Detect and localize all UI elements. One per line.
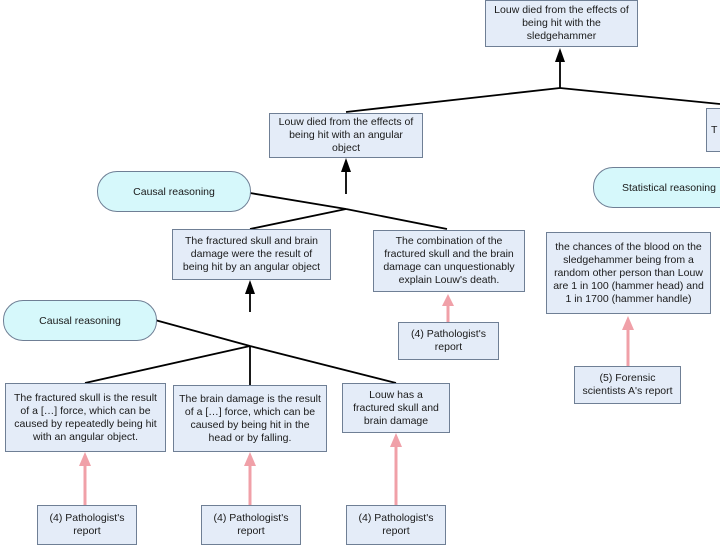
evidence-pathologist-report-1: (4) Pathologist's report (37, 505, 137, 545)
claim-brain-force: The brain damage is the result of a […] … (173, 385, 327, 452)
claim-angular-object: Louw died from the effects of being hit … (269, 113, 423, 158)
support-arrows (83, 304, 630, 505)
claim-root: Louw died from the effects of being hit … (485, 0, 638, 47)
claim-louw-has-skull-damage: Louw has a fractured skull and brain dam… (342, 383, 450, 433)
scheme-statistical-reasoning: Statistical reasoning (593, 167, 720, 208)
evidence-pathologist-report-mid: (4) Pathologist's report (398, 322, 499, 360)
claim-combination-explains-death: The combination of the fractured skull a… (373, 230, 525, 292)
arrowhead-to-root (555, 48, 565, 62)
claim-blood-chances: the chances of the blood on the sledgeha… (546, 232, 711, 314)
evidence-forensic-report: (5) Forensic scientists A's report (574, 366, 681, 404)
scheme-causal-reasoning-top: Causal reasoning (97, 171, 251, 212)
support-arrowheads (79, 294, 634, 466)
scheme-causal-reasoning-left: Causal reasoning (3, 300, 157, 341)
evidence-pathologist-report-3: (4) Pathologist's report (346, 505, 446, 545)
claim-skull-force: The fractured skull is the result of a [… (5, 383, 166, 452)
claim-fractured-skull-result: The fractured skull and brain damage wer… (172, 229, 331, 280)
inference-arrowheads (245, 48, 565, 294)
claim-right-cutoff: T b (706, 108, 720, 152)
arrowhead-to-fractured (245, 280, 255, 294)
evidence-pathologist-report-2: (4) Pathologist's report (201, 505, 301, 545)
inference-lines (84, 62, 720, 385)
arrowhead-to-angular (341, 158, 351, 172)
